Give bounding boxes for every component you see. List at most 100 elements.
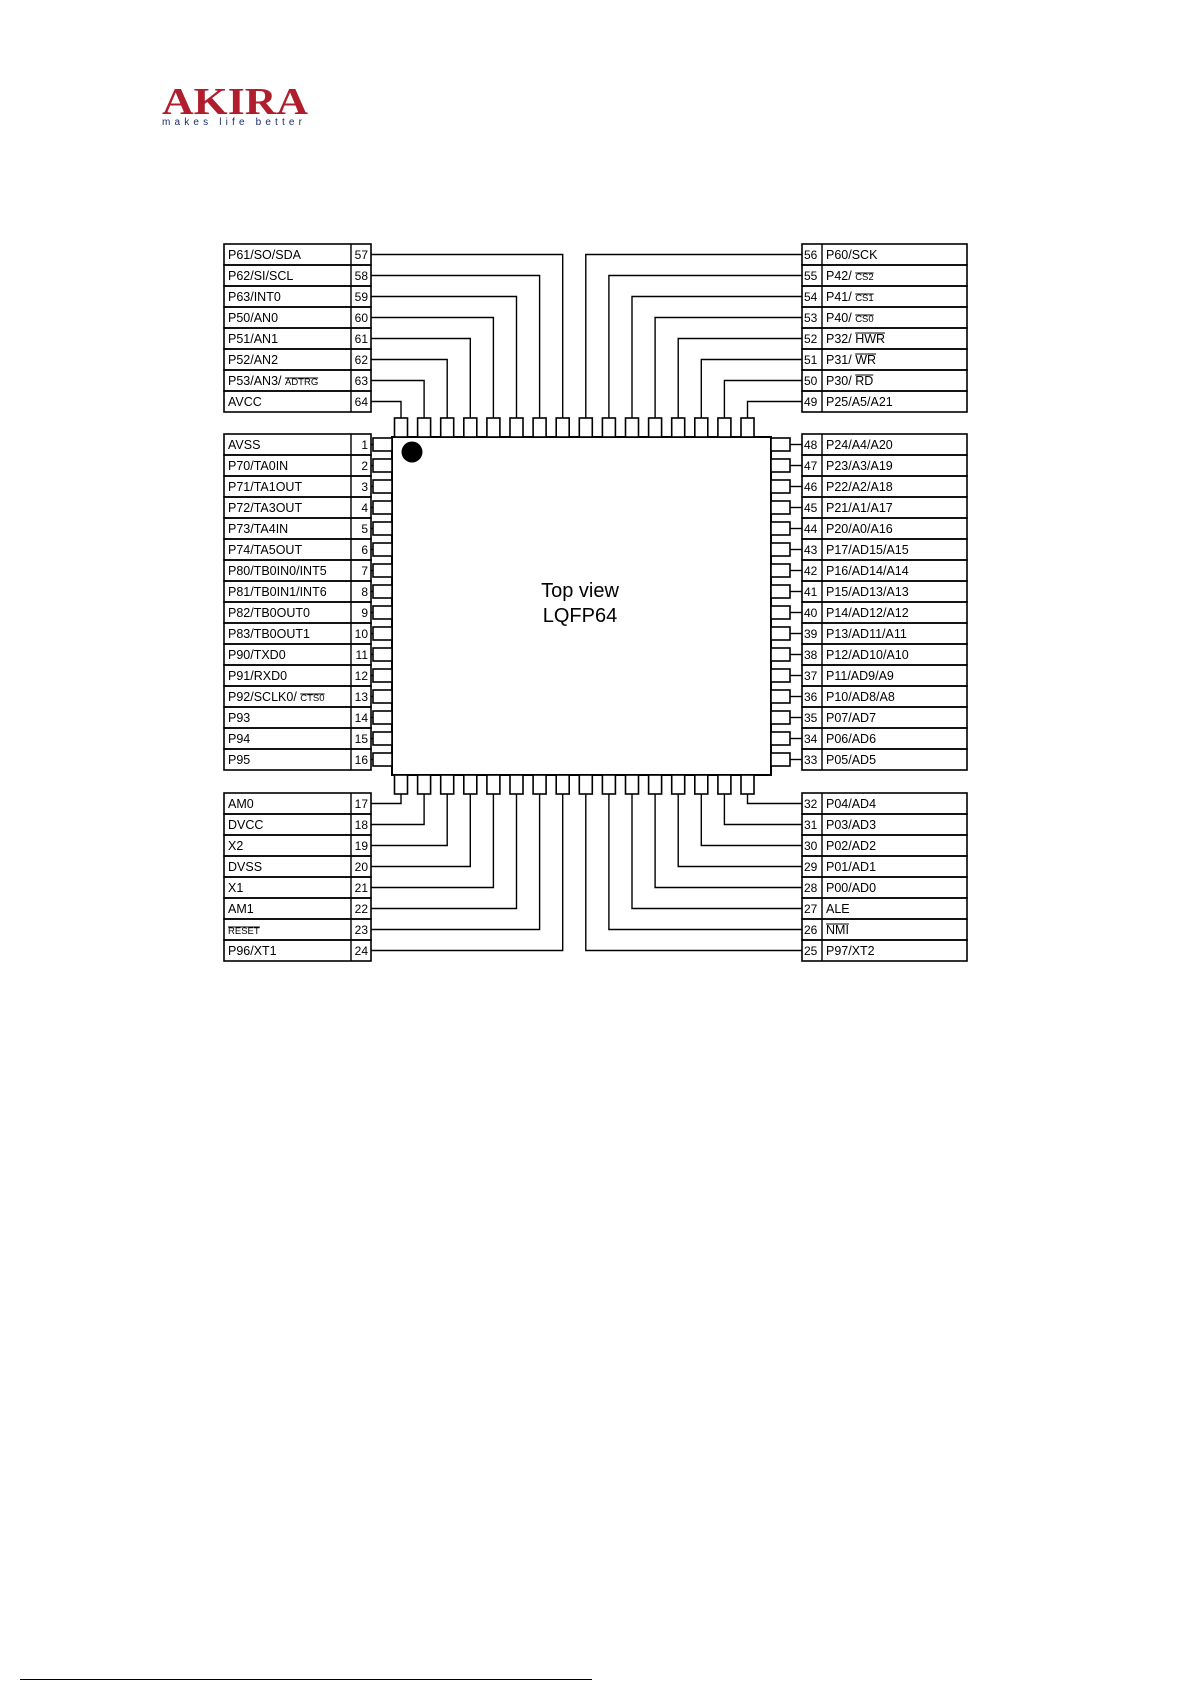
pin-pad-9 <box>372 605 393 620</box>
pin-pad-41 <box>770 584 791 599</box>
pin-number: 23 <box>355 923 369 937</box>
pin-pad-4 <box>372 500 393 515</box>
pin-label-46: P22/A2/A18 <box>826 480 893 494</box>
svg-text:P50/AN0: P50/AN0 <box>228 311 278 325</box>
svg-text:P52/AN2: P52/AN2 <box>228 353 278 367</box>
logo-wordmark: AKIRA <box>162 81 309 123</box>
pin-number: 61 <box>355 332 369 346</box>
pin-pad-37 <box>770 668 791 683</box>
pin-label-30: P02/AD2 <box>826 839 876 853</box>
svg-text:P91/RXD0: P91/RXD0 <box>228 669 287 683</box>
pin-pad-43 <box>770 542 791 557</box>
svg-text:P42/ CS2: P42/ CS2 <box>826 269 874 283</box>
svg-text:AVCC: AVCC <box>228 395 262 409</box>
pin-pad-6 <box>372 542 393 557</box>
pin-label-7: P80/TB0IN0/INT5 <box>228 564 327 578</box>
pin-label-10: P83/TB0OUT1 <box>228 627 310 641</box>
pin-pad-42 <box>770 563 791 578</box>
svg-text:AM0: AM0 <box>228 797 254 811</box>
pin-label-20: DVSS <box>228 860 262 874</box>
pin-row-21: 21 <box>223 876 372 899</box>
svg-text:P25/A5/A21: P25/A5/A21 <box>826 395 893 409</box>
svg-text:P63/INT0: P63/INT0 <box>228 290 281 304</box>
svg-text:P83/TB0OUT1: P83/TB0OUT1 <box>228 627 310 641</box>
pin-label-14: P93 <box>228 711 250 725</box>
pin-number: 26 <box>804 923 818 937</box>
svg-text:P05/AD5: P05/AD5 <box>826 753 876 767</box>
footer-rule <box>20 1679 592 1680</box>
pin-label-17: AM0 <box>228 797 254 811</box>
pin-pad-top-10 <box>624 417 640 438</box>
pin-label-5: P73/TA4IN <box>228 522 288 536</box>
pin-label-57: P61/SO/SDA <box>228 248 302 262</box>
pin-label-35: P07/AD7 <box>826 711 876 725</box>
pin-label-54: P41/ CS1 <box>826 290 874 304</box>
pin-number: 8 <box>361 585 368 599</box>
svg-text:P80/TB0IN0/INT5: P80/TB0IN0/INT5 <box>228 564 327 578</box>
pin-number: 49 <box>804 395 818 409</box>
pin-label-31: P03/AD3 <box>826 818 876 832</box>
pin-number: 24 <box>355 944 369 958</box>
svg-text:AM1: AM1 <box>228 902 254 916</box>
svg-text:P14/AD12/A12: P14/AD12/A12 <box>826 606 909 620</box>
pin-pad-bottom-7 <box>555 774 571 795</box>
pin-number: 41 <box>804 585 818 599</box>
pin-row-57: 57 <box>223 243 372 266</box>
pin-pad-39 <box>770 626 791 641</box>
svg-text:X2: X2 <box>228 839 243 853</box>
pin-label-62: P52/AN2 <box>228 353 278 367</box>
pin-pad-44 <box>770 521 791 536</box>
pin-number: 9 <box>361 606 368 620</box>
svg-text:X1: X1 <box>228 881 243 895</box>
pin-number: 46 <box>804 480 818 494</box>
pin-number: 20 <box>355 860 369 874</box>
svg-text:P82/TB0OUT0: P82/TB0OUT0 <box>228 606 310 620</box>
pin-pad-48 <box>770 437 791 452</box>
pin-label-22: AM1 <box>228 902 254 916</box>
pin-label-29: P01/AD1 <box>826 860 876 874</box>
svg-text:P20/A0/A16: P20/A0/A16 <box>826 522 893 536</box>
pin-pad-top-6 <box>532 417 547 438</box>
pin-number: 64 <box>355 395 369 409</box>
pin-pad-top-5 <box>509 417 524 438</box>
logo-tagline: makes life better <box>162 117 303 128</box>
pin-label-32: P04/AD4 <box>826 797 876 811</box>
pin-number: 18 <box>355 818 369 832</box>
pin-pad-5 <box>372 521 393 536</box>
svg-text:P95: P95 <box>228 753 250 767</box>
svg-text:P53/AN3/ ADTRG: P53/AN3/ ADTRG <box>228 374 318 388</box>
pin-number: 37 <box>804 669 818 683</box>
pin-label-61: P51/AN1 <box>228 332 278 346</box>
pin-label-6: P74/TA5OUT <box>228 543 302 557</box>
pin-pad-45 <box>770 500 791 515</box>
svg-text:P60/SCK: P60/SCK <box>826 248 878 262</box>
pin-label-12: P91/RXD0 <box>228 669 287 683</box>
pin-pad-38 <box>770 647 791 662</box>
pin-label-40: P14/AD12/A12 <box>826 606 909 620</box>
svg-text:P00/AD0: P00/AD0 <box>826 881 876 895</box>
pin-number: 59 <box>355 290 369 304</box>
pin-label-47: P23/A3/A19 <box>826 459 893 473</box>
pin-pad-bottom-9 <box>601 774 617 795</box>
svg-text:P41/ CS1: P41/ CS1 <box>826 290 874 304</box>
pin-label-28: P00/AD0 <box>826 881 876 895</box>
svg-text:P10/AD8/A8: P10/AD8/A8 <box>826 690 895 704</box>
pin-pad-bottom-12 <box>670 774 686 795</box>
pin-label-3: P71/TA1OUT <box>228 480 302 494</box>
pin-number: 53 <box>804 311 818 325</box>
pin-pad-bottom-14 <box>717 774 732 795</box>
pin-number: 10 <box>355 627 369 641</box>
pin-label-15: P94 <box>228 732 250 746</box>
pin-pad-40 <box>770 605 791 620</box>
pin-number: 54 <box>804 290 818 304</box>
pin-number: 34 <box>804 732 818 746</box>
pin-label-60: P50/AN0 <box>228 311 278 325</box>
pin-pad-bottom-1 <box>416 774 432 795</box>
pin-number: 13 <box>355 690 369 704</box>
svg-text:P04/AD4: P04/AD4 <box>826 797 876 811</box>
pin-pad-2 <box>372 458 393 473</box>
pin-pad-top-4 <box>486 417 501 438</box>
pin-pad-bottom-10 <box>624 774 640 795</box>
pin-number: 3 <box>361 480 368 494</box>
pin-label-37: P11/AD9/A9 <box>826 669 894 683</box>
